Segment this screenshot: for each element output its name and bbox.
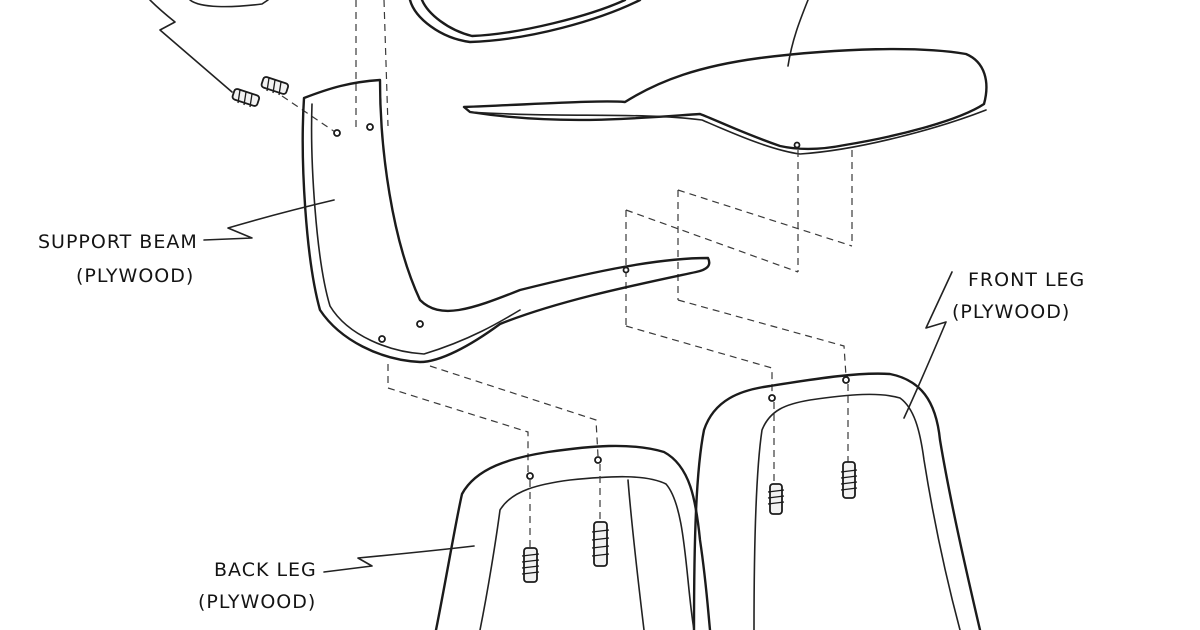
- bolt-icon: [231, 88, 261, 108]
- support-beam-label: SUPPORT BEAM: [38, 231, 198, 253]
- backrest-part: [408, 0, 642, 44]
- top-left-leader: [149, 0, 269, 93]
- seat-part: [462, 47, 988, 155]
- bolt-icon: [767, 483, 785, 515]
- bolt-icon: [840, 461, 858, 499]
- bolt-icon: [260, 76, 290, 96]
- back-leg-leader: [323, 545, 475, 573]
- support-beam-leader: [203, 199, 335, 241]
- support-beam-material-label: (PLYWOOD): [76, 265, 194, 287]
- guide-line-bolt: [281, 95, 339, 135]
- bolt-icon: [591, 521, 610, 567]
- back-leg-label: BACK LEG: [214, 559, 317, 581]
- support-beam-part: [301, 78, 711, 364]
- back-leg-part: [434, 444, 712, 630]
- front-leg-part: [692, 372, 982, 630]
- front-leg-leader: [903, 271, 953, 419]
- back-leg-material-label: (PLYWOOD): [198, 591, 316, 613]
- front-leg-label: FRONT LEG: [968, 269, 1085, 291]
- front-leg-material-label: (PLYWOOD): [952, 301, 1070, 323]
- bolt-icon: [521, 547, 540, 583]
- guide-line-top-2: [383, 0, 389, 127]
- seat-leader: [787, 0, 809, 67]
